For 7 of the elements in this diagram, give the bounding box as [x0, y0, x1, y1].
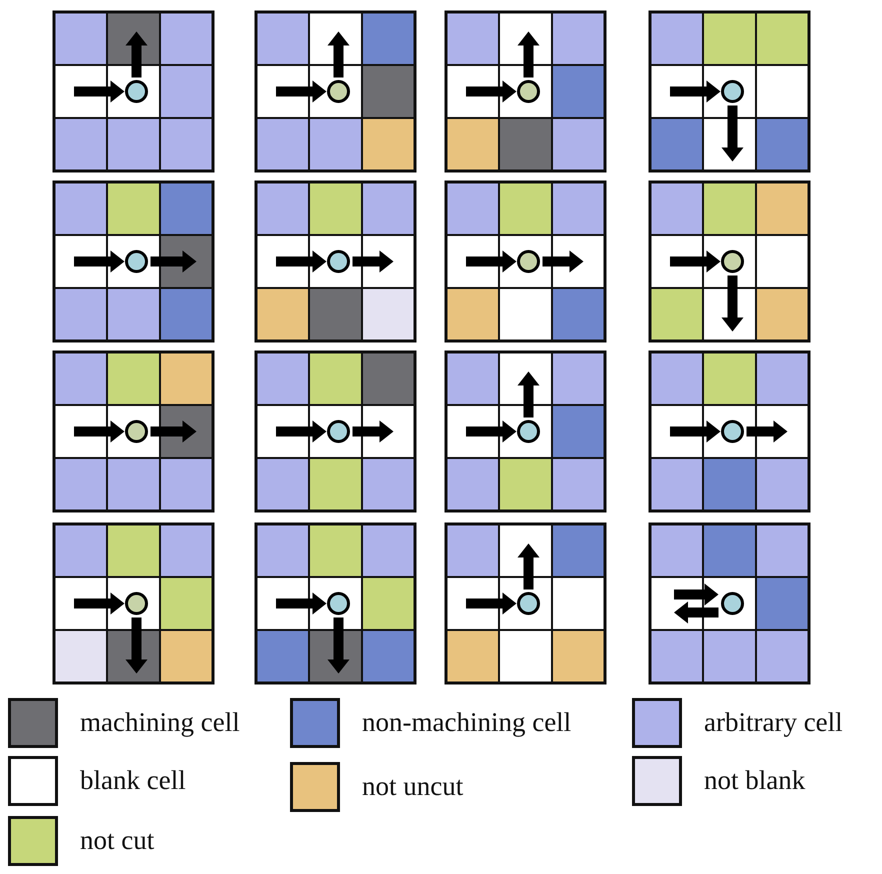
legend-label: not blank [704, 764, 806, 796]
legend-label: not uncut [362, 770, 464, 802]
legend-label: not cut [80, 824, 154, 856]
legend-label: arbitrary cell [704, 706, 843, 738]
legend-label: blank cell [80, 764, 186, 796]
legend-label: non-machining cell [362, 706, 572, 738]
legend-label: machining cell [80, 706, 240, 738]
